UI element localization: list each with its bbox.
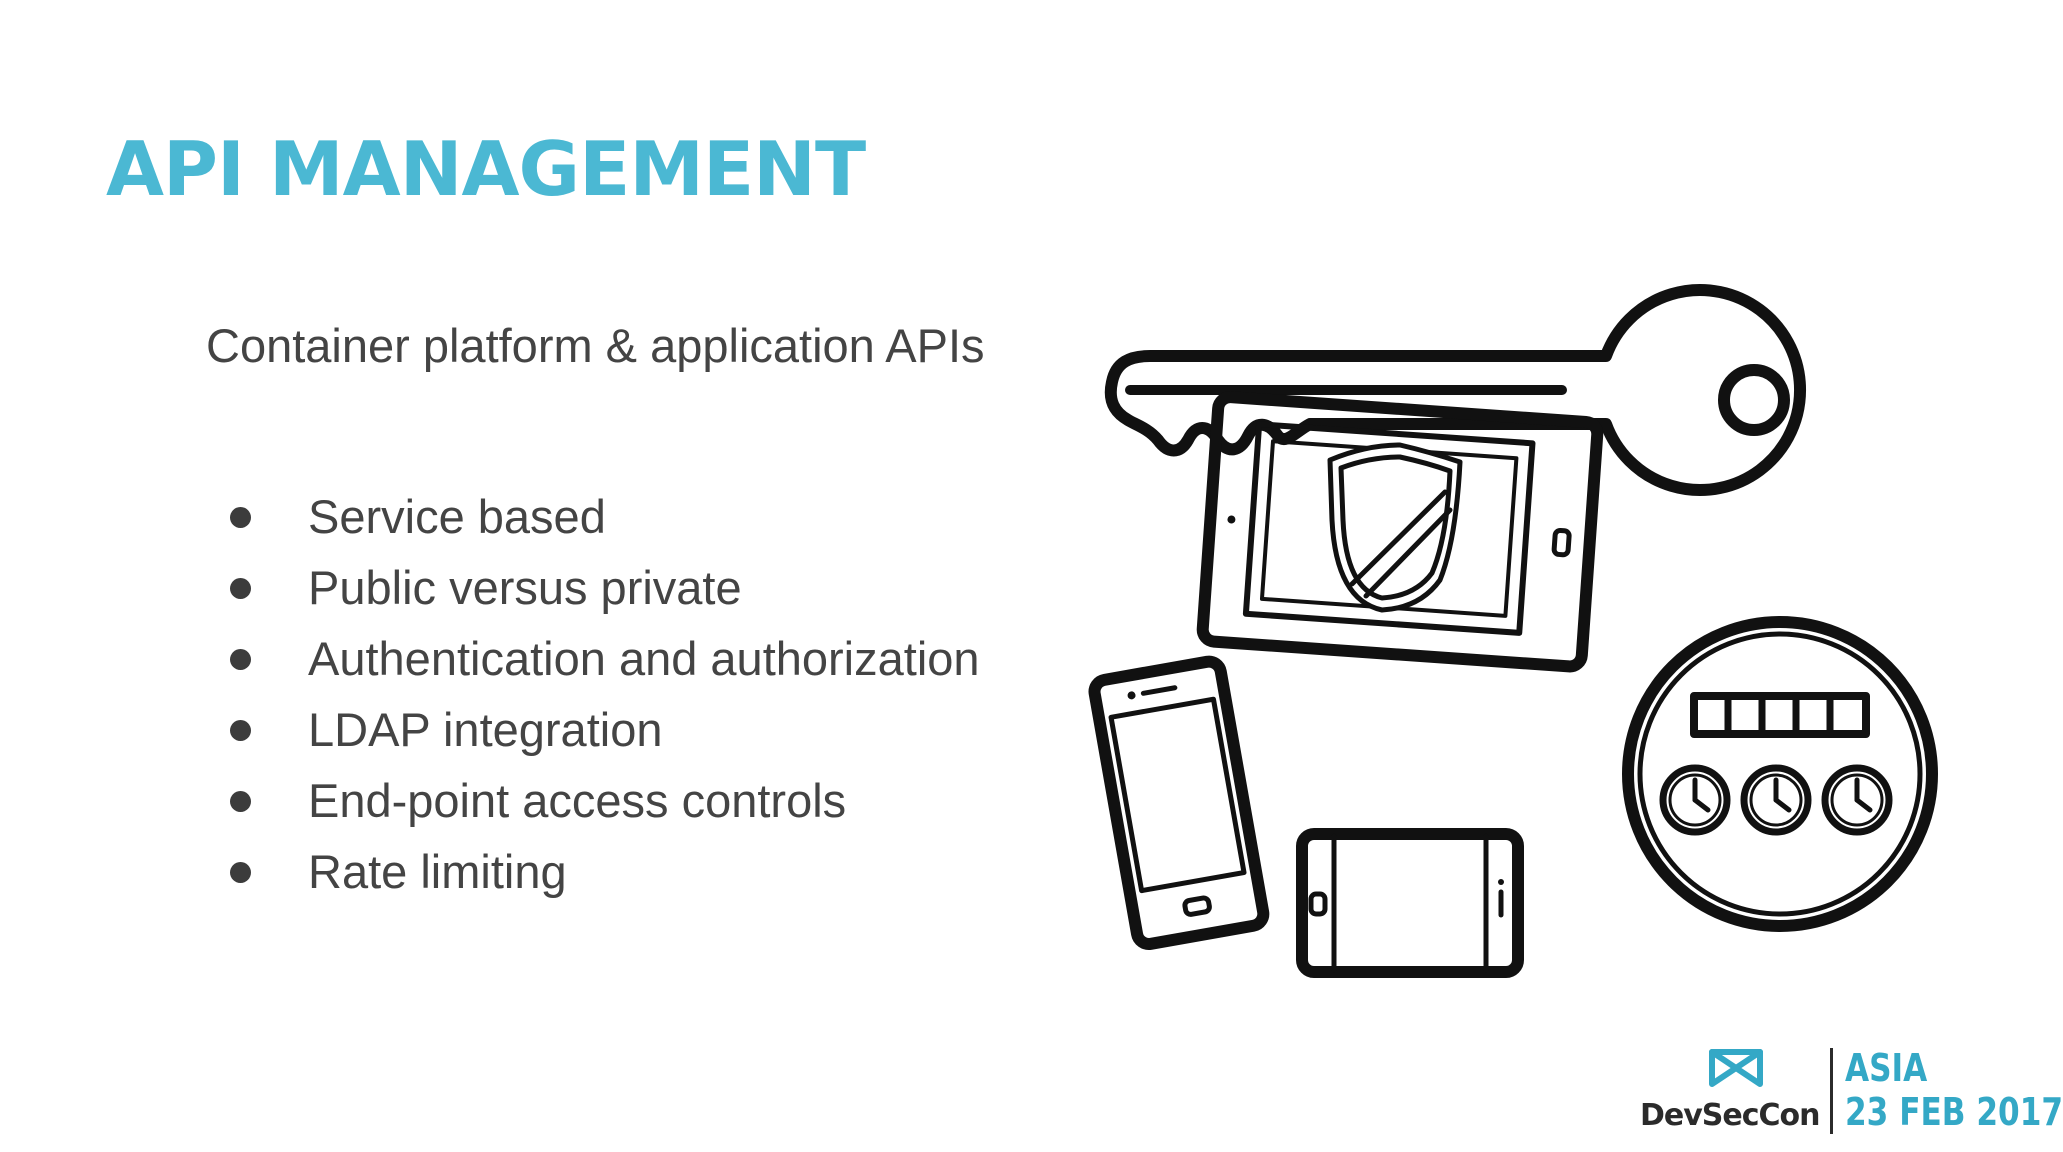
event-date: 23 FEB 2017 [1845,1090,2063,1134]
slide-subtitle: Container platform & application APIs [206,319,985,372]
api-illustration [1088,284,1938,978]
list-item: End-point access controls [226,772,980,843]
shield-icon [1327,442,1463,613]
bullet-dot [230,791,251,812]
list-item: LDAP integration [226,701,980,772]
devseccon-logo: DevSecCon ASIA 23 FEB 2017 [1640,1046,2063,1146]
bullet-text: Rate limiting [308,845,567,898]
devseccon-wordmark: DevSecCon [1640,1098,1821,1133]
list-item: Rate limiting [226,843,980,914]
bullet-text: Public versus private [308,561,742,614]
bullet-dot [230,649,251,670]
event-info: ASIA 23 FEB 2017 [1845,1046,2063,1134]
bullet-text: End-point access controls [308,774,847,827]
event-region: ASIA [1845,1046,1928,1090]
bullet-text: Service based [308,490,606,543]
clock-icon [1821,764,1893,836]
bullet-dot [230,507,251,528]
bullet-dot [230,862,251,883]
key-icon [1104,284,1807,496]
bullet-dot [230,720,251,741]
bullet-list: Service based Public versus private Auth… [226,488,980,914]
rate-meter-icon [1622,616,1938,932]
devseccon-mark-icon [1709,1049,1763,1087]
bullet-text: LDAP integration [308,703,663,756]
phone-icon [1088,655,1270,950]
list-item: Public versus private [226,559,980,630]
landscape-phone-icon [1296,828,1524,978]
clock-icon [1740,764,1812,836]
list-item: Service based [226,488,980,559]
clock-icon [1659,764,1731,836]
list-item: Authentication and authorization [226,630,980,701]
slide-title: API MANAGEMENT [106,125,866,213]
logo-divider [1830,1048,1833,1134]
bullet-dot [230,578,251,599]
tablet-icon [1196,391,1604,673]
bullet-text: Authentication and authorization [308,632,980,685]
